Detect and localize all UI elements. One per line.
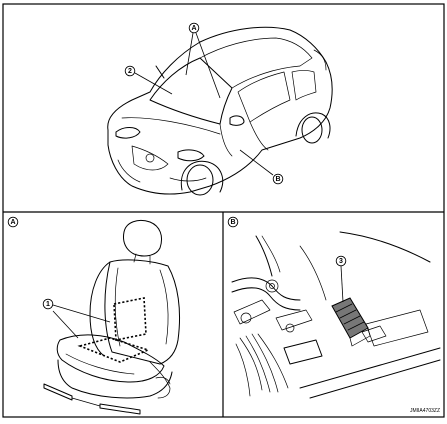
harness-wire-1 [239,337,263,391]
front-bumper-left [117,159,141,183]
leader-b-top [239,149,274,176]
under-seat-illustration [231,231,441,399]
carpet-edge [339,231,431,263]
headlight-left [115,127,141,139]
mount-bracket-right [275,309,313,331]
frame-tube-lower [231,287,301,311]
callout-item-3 [335,255,347,267]
seat-backrest [104,259,181,365]
floor-contour [299,245,327,301]
unit-connector [361,325,387,343]
front-grille [131,145,169,171]
seat-rail-left [43,383,73,401]
front-wheel-arch [180,160,224,193]
callout-item-1 [42,298,54,310]
seat-side-trim [149,361,171,399]
car-illustration [107,26,333,196]
frame-bracket-inner [261,235,281,273]
callout-b-top [272,173,284,185]
seat-rail-lower [299,347,441,389]
callout-b-panel [227,216,239,228]
bolt-1 [265,279,279,293]
side-mirror [229,115,245,126]
harness-connector [283,339,323,365]
front-bumper-right [169,177,207,182]
callout-a-top-label: A [191,25,196,32]
headlight-right [177,149,205,162]
antenna [155,65,165,79]
callout-a-panel-label: A [10,219,15,226]
frame-tube-upper [231,277,301,301]
callout-item-2 [124,65,136,77]
seat-illustration [43,219,181,415]
callout-item-1-label: 1 [46,301,50,308]
hood-line [121,117,221,135]
callout-b-panel-label: B [230,219,235,226]
leader-item-3 [340,265,344,303]
backrest-side [89,261,111,357]
sensor-area-backrest [113,297,147,341]
callout-b-top-label: B [275,176,280,183]
leader-a-top-1 [185,32,194,76]
seat-headrest [123,219,163,257]
bolt-1-center [269,283,275,289]
cushion-front-edge [65,353,135,375]
rear-wheel-arch [295,112,331,139]
control-unit-side [349,327,371,347]
seat-rail-bar [71,397,101,407]
rail-bracket [365,309,429,347]
seat-rail-right [99,403,141,415]
control-unit-hatch [335,303,365,331]
callout-item-2-label: 2 [128,68,132,75]
harness-wire-2 [245,335,271,393]
bolt-3 [285,323,295,333]
frame-bracket [255,235,273,277]
callout-item-3-label: 3 [339,258,343,265]
mount-bracket-left [233,299,271,325]
rear-wheel [301,116,323,144]
bolt-2 [240,312,252,324]
seat-cushion [56,334,165,383]
emblem [145,153,155,163]
leader-item-2 [134,72,173,95]
harness-wire-3 [251,333,279,393]
side-window-front [237,71,291,123]
seat-base [57,359,173,399]
seat-rail-lower-2 [309,359,441,399]
harness-wire-5 [235,343,251,397]
harness-wire-4 [257,333,289,389]
leader-a-top-2 [195,32,221,99]
leader-item-1-b [52,304,111,323]
backrest-bolster-right [159,269,169,345]
figure-code: JMIIA4703ZZ [410,408,440,414]
headrest-post-left [133,253,137,263]
car-roof [199,37,313,89]
a-pillar-line [219,123,233,157]
front-wheel [186,164,214,196]
callout-a-top [188,22,200,34]
rear-light [313,49,327,71]
recline-lever [155,376,171,385]
car-body-outline [107,26,333,195]
door-line [249,121,269,151]
windshield [149,57,233,125]
leader-item-1-a [52,310,79,339]
callout-a-panel [7,216,19,228]
side-window-rear [291,70,317,101]
